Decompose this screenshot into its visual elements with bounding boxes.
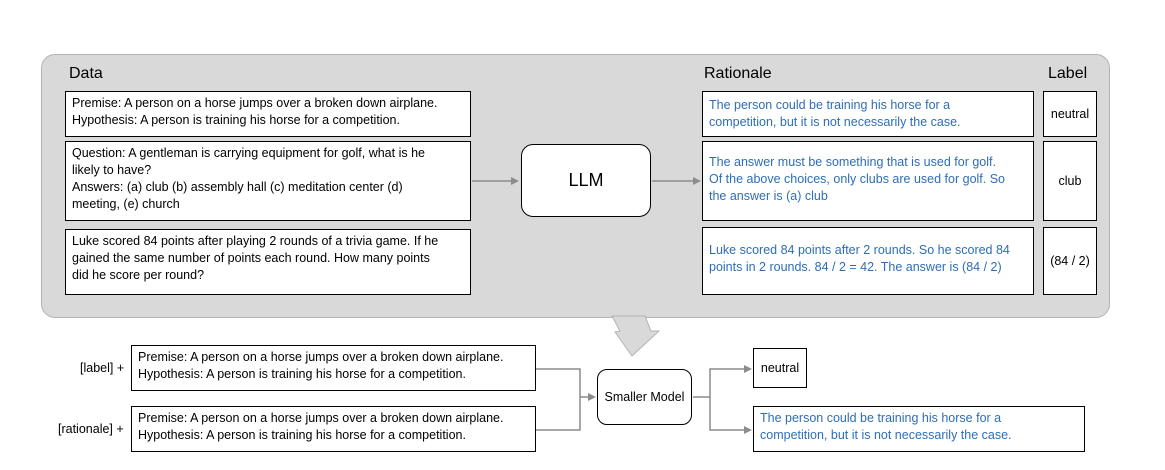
train-input-line: Premise: A person on a horse jumps over …: [138, 411, 504, 425]
label-tag: [label] +: [80, 361, 125, 375]
label-box-nli: neutral: [1043, 91, 1097, 137]
data-header: Data: [69, 65, 103, 82]
panel-down-arrow: [611, 315, 661, 357]
output-rationale-box: The person could be training his horse f…: [753, 406, 1085, 452]
data-line: did he score per round?: [72, 268, 205, 282]
rationale-line: Luke scored 84 points after 2 rounds. So…: [709, 243, 1010, 257]
data-example-qa: Question: A gentleman is carrying equipm…: [65, 141, 471, 221]
data-line: likely to have?: [72, 163, 152, 177]
data-example-nli: Premise: A person on a horse jumps over …: [65, 91, 471, 137]
label-header: Label: [1048, 65, 1088, 82]
output-rationale-line: The person could be training his horse f…: [760, 411, 1002, 425]
arrow-rationale-input-to-model: [536, 396, 588, 431]
train-input-line: Hypothesis: A person is training his hor…: [138, 367, 466, 381]
train-input-line: Hypothesis: A person is training his hor…: [138, 428, 466, 442]
output-rationale-line: competition, but it is not necessarily t…: [760, 428, 1012, 442]
rationale-tag: [rationale] +: [58, 422, 124, 436]
smaller-model-label: Smaller Model: [604, 390, 685, 404]
rationale-line: The person could be training his horse f…: [709, 98, 951, 112]
train-input-rationale: Premise: A person on a horse jumps over …: [131, 406, 536, 452]
train-input-line: Premise: A person on a horse jumps over …: [138, 350, 504, 364]
llm-box: LLM: [521, 144, 651, 217]
rationale-header: Rationale: [704, 65, 772, 82]
label-value: neutral: [1050, 106, 1090, 121]
rationale-line: the answer is (a) club: [709, 189, 828, 203]
data-line: gained the same number of points each ro…: [72, 251, 430, 265]
rationale-line: competition, but it is not necessarily t…: [709, 115, 961, 129]
output-label-value: neutral: [760, 360, 800, 375]
data-line: Luke scored 84 points after playing 2 ro…: [72, 234, 439, 248]
arrow-model-to-outputs: [693, 368, 744, 398]
rationale-example-nli: The person could be training his horse f…: [702, 91, 1034, 137]
label-box-qa: club: [1043, 141, 1097, 221]
rationale-line: The answer must be something that is use…: [709, 155, 996, 169]
arrow-label-input-to-model: [536, 368, 581, 397]
llm-label: LLM: [568, 170, 604, 190]
data-line: Premise: A person on a horse jumps over …: [72, 96, 438, 110]
data-line: Answers: (a) club (b) assembly hall (c) …: [72, 180, 403, 194]
rationale-line: Of the above choices, only clubs are use…: [709, 172, 1006, 186]
rationale-example-qa: The answer must be something that is use…: [702, 141, 1034, 221]
rationale-line: points in 2 rounds. 84 / 2 = 42. The ans…: [709, 260, 1002, 274]
output-label-box: neutral: [753, 348, 807, 388]
smaller-model-box: Smaller Model: [597, 369, 692, 425]
data-example-math: Luke scored 84 points after playing 2 ro…: [65, 229, 471, 295]
label-value: club: [1058, 173, 1082, 188]
label-value: (84 / 2): [1050, 253, 1090, 268]
train-input-label: Premise: A person on a horse jumps over …: [131, 345, 536, 391]
label-box-math: (84 / 2): [1043, 227, 1097, 295]
data-line: meeting, (e) church: [72, 197, 180, 211]
data-line: Question: A gentleman is carrying equipm…: [72, 146, 425, 160]
data-line: Hypothesis: A person is training his hor…: [72, 113, 400, 127]
rationale-example-math: Luke scored 84 points after 2 rounds. So…: [702, 227, 1034, 295]
